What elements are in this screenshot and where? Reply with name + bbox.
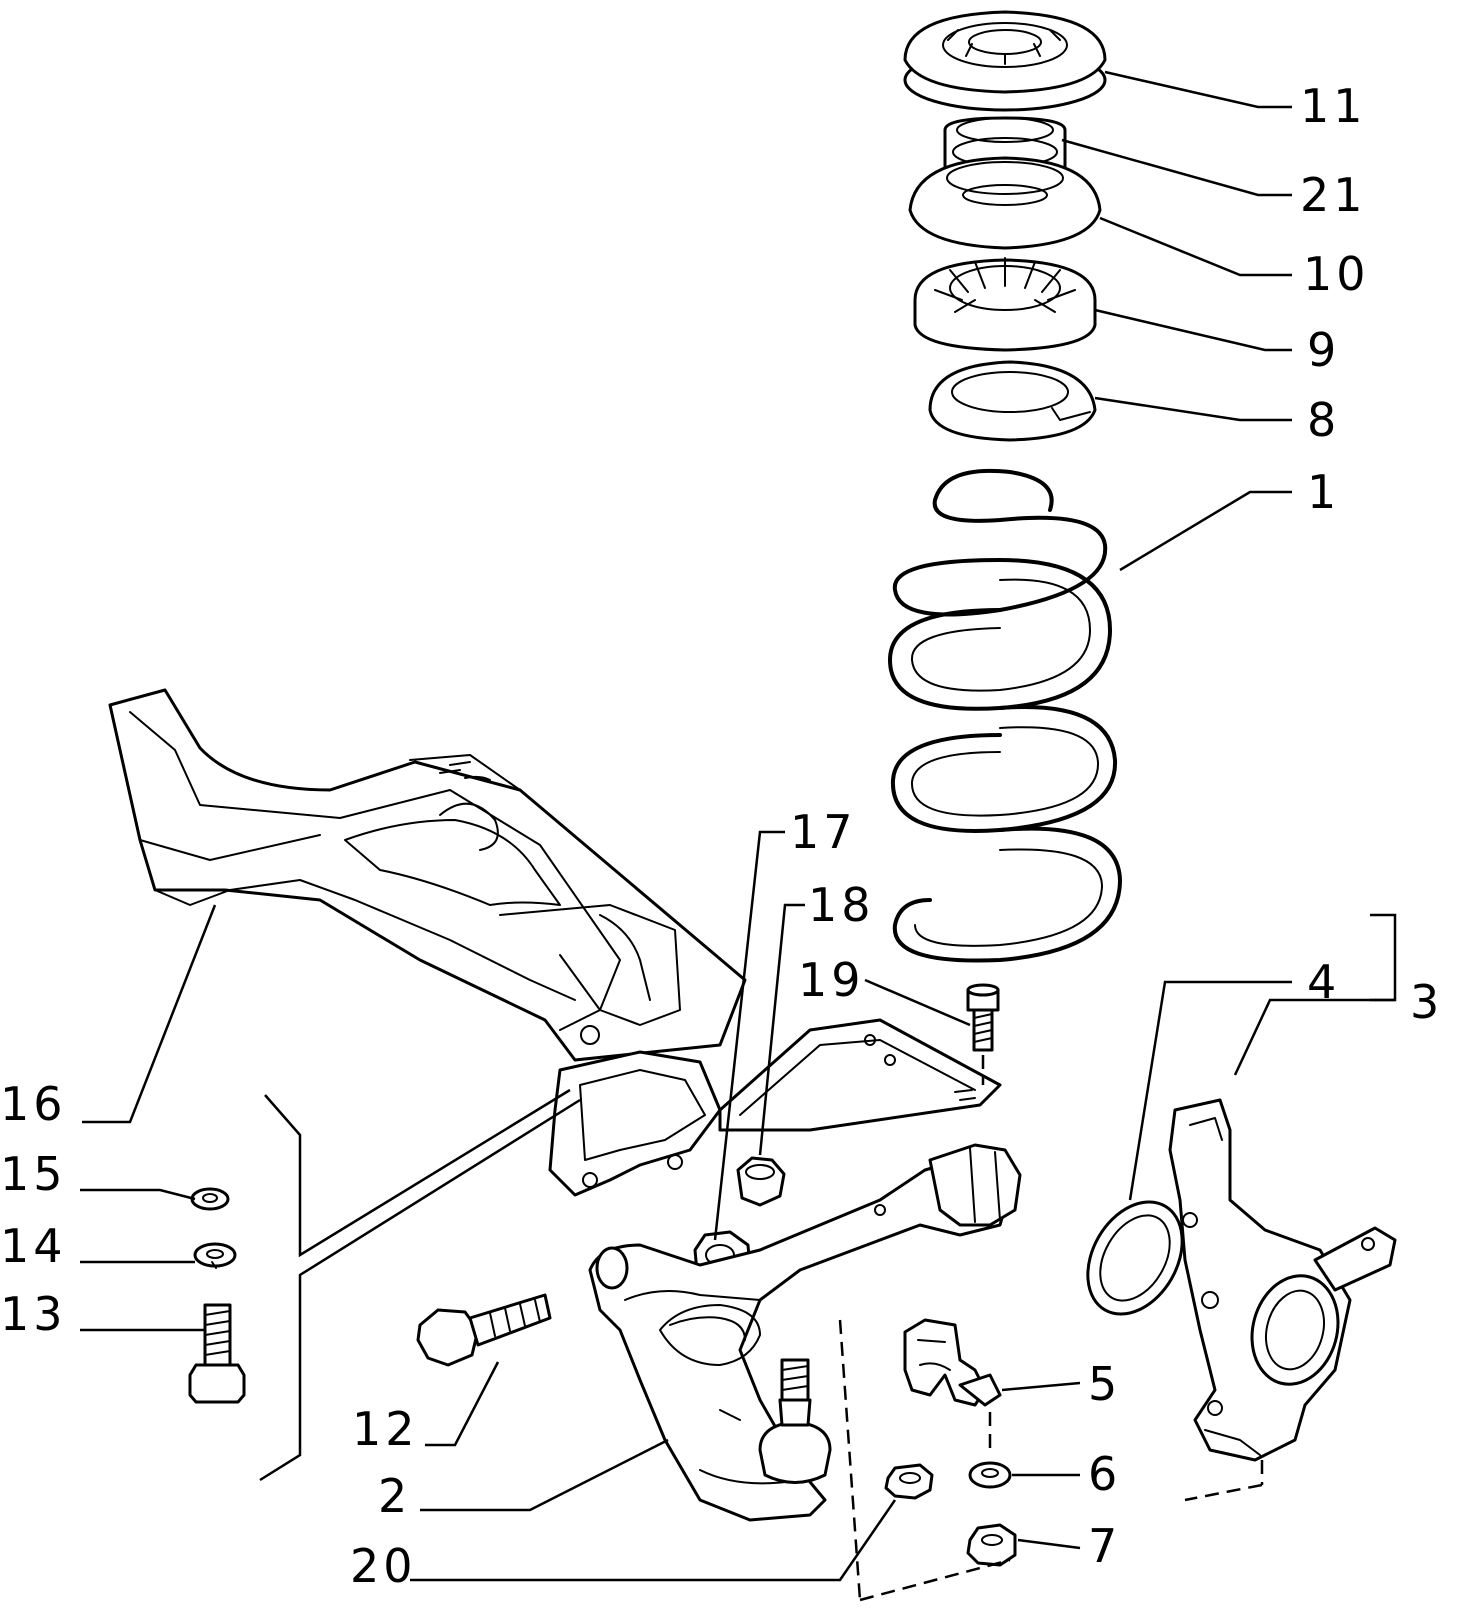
- label-20: 20: [350, 1539, 417, 1593]
- steering-knuckle: [1168, 1098, 1397, 1462]
- bolt-12: [416, 1293, 552, 1367]
- label-6: 6: [1088, 1447, 1121, 1501]
- label-15: 15: [0, 1147, 67, 1201]
- label-3: 3: [1410, 975, 1443, 1029]
- label-11: 11: [1300, 79, 1367, 133]
- label-4: 4: [1307, 955, 1340, 1009]
- label-2: 2: [378, 1469, 411, 1523]
- nut-20: [884, 1463, 934, 1500]
- clamp-5: [903, 1318, 1002, 1407]
- hub-seal-4: [1086, 1200, 1184, 1316]
- spring-seat: [928, 360, 1097, 442]
- leader-lines: [80, 70, 1397, 1602]
- label-10: 10: [1303, 247, 1370, 301]
- label-9: 9: [1307, 323, 1340, 377]
- label-19: 19: [798, 953, 865, 1007]
- label-17: 17: [790, 805, 857, 859]
- washer-15: [190, 1187, 230, 1211]
- bolt-13: [188, 1303, 246, 1404]
- label-12: 12: [352, 1402, 419, 1456]
- label-16: 16: [0, 1077, 67, 1131]
- top-mount: [903, 10, 1107, 112]
- subframe: [108, 688, 1002, 1197]
- label-5: 5: [1088, 1357, 1121, 1411]
- bump-pad: [913, 257, 1097, 352]
- label-21: 21: [1300, 168, 1367, 222]
- lower-control-arm: [588, 1143, 1022, 1522]
- nut-18: [736, 1156, 786, 1207]
- washer-6: [968, 1461, 1012, 1489]
- nut-7: [966, 1523, 1017, 1567]
- label-8: 8: [1307, 393, 1340, 447]
- callout-labels: 11 21 10 9 8 1 17 18 19 4 3 16 15 14 13 …: [0, 79, 1443, 1593]
- label-14: 14: [0, 1219, 67, 1273]
- spring-washer-14: [193, 1242, 237, 1269]
- label-18: 18: [808, 878, 875, 932]
- label-1: 1: [1307, 465, 1340, 519]
- bolt-19: [966, 983, 1000, 1085]
- coil-spring: [888, 468, 1122, 963]
- label-7: 7: [1088, 1519, 1121, 1573]
- label-13: 13: [0, 1287, 67, 1341]
- upper-spring-cup: [908, 156, 1102, 250]
